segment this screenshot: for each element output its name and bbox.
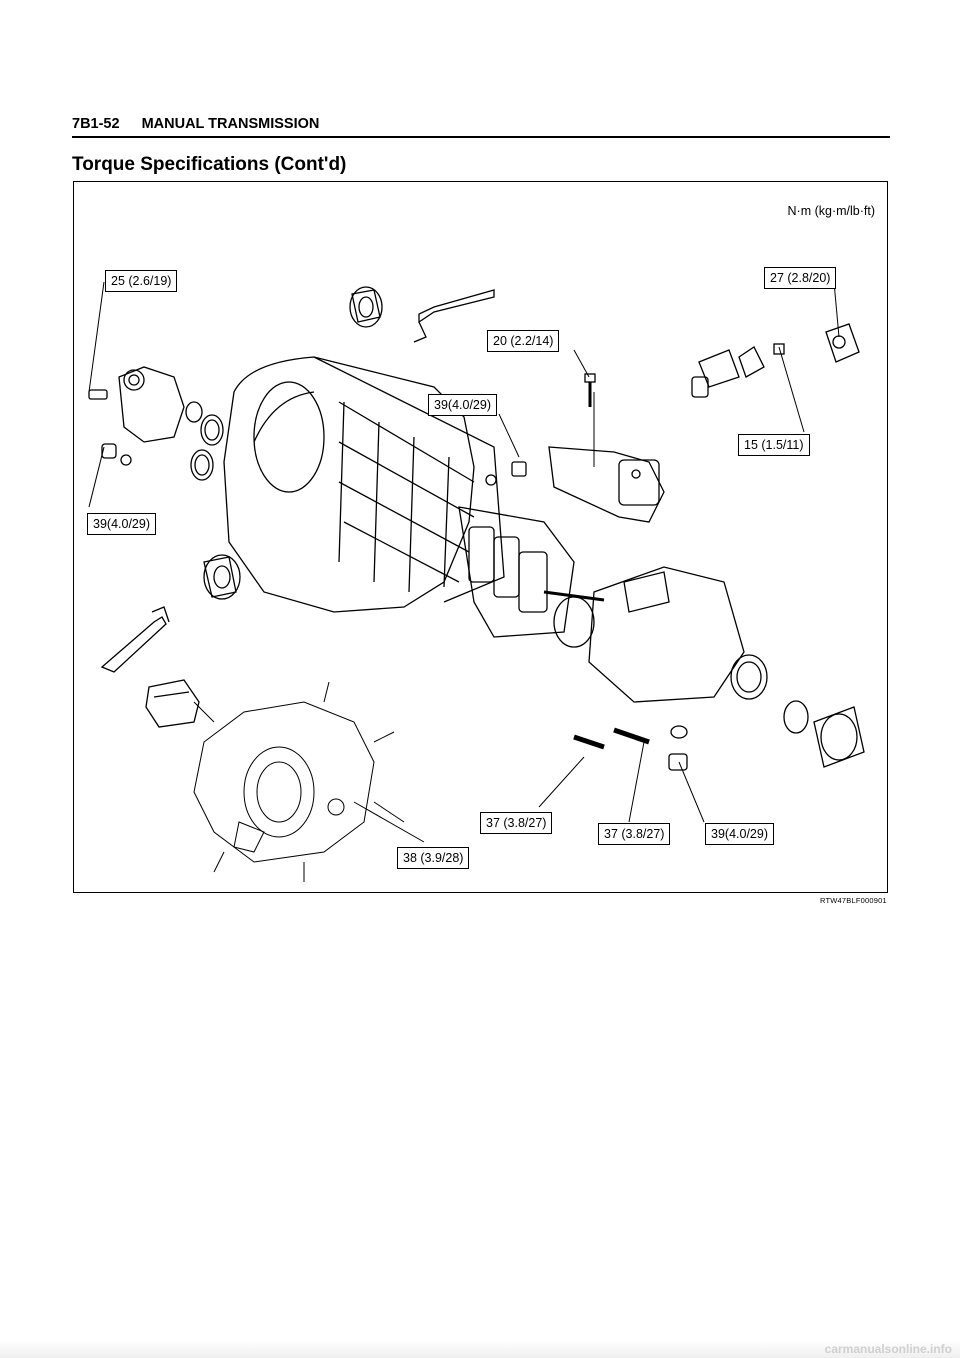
callout-plug-top: 39(4.0/29)	[428, 394, 497, 416]
transmission-exploded-drawing	[88, 281, 865, 882]
mount-rubber	[145, 679, 200, 728]
callout-plug-bottom: 39(4.0/29)	[705, 823, 774, 845]
transmission-case	[223, 356, 505, 613]
oil-seals	[185, 401, 224, 481]
callout-bolt-bottom-1: 37 (3.8/27)	[480, 812, 553, 834]
footer-bar: carmanualsonline.info	[0, 1340, 960, 1358]
release-bearing-lower	[203, 554, 241, 600]
callout-bolt-bottom-2: 37 (3.8/27)	[598, 823, 671, 845]
bolt-20	[584, 373, 596, 407]
page-header: 7B1-52 MANUAL TRANSMISSION	[72, 116, 890, 138]
leader-lines	[88, 281, 840, 843]
page-title: Torque Specifications (Cont'd)	[72, 154, 347, 175]
release-bearing-top	[349, 286, 383, 328]
exploded-diagram-figure: N·m (kg·m/lb·ft) 25 (2.6/19) 27 (2.8/20)…	[73, 181, 888, 893]
callout-front-cover-bolt: 25 (2.6/19)	[105, 270, 178, 292]
back-up-light-switch	[825, 323, 860, 363]
section-name: MANUAL TRANSMISSION	[141, 116, 320, 132]
callout-inset-bolt: 38 (3.9/28)	[397, 847, 470, 869]
rear-seal-dust-cover	[783, 700, 865, 768]
shift-control-box	[548, 446, 665, 523]
front-cover	[88, 366, 185, 466]
page-number: 7B1-52	[72, 116, 120, 132]
bolts-bottom	[573, 725, 688, 771]
extension-housing	[588, 566, 768, 703]
callout-drain-plug-left: 39(4.0/29)	[87, 513, 156, 535]
callout-speed-sensor-bolt: 15 (1.5/11)	[738, 434, 810, 456]
torque-units: N·m (kg·m/lb·ft)	[787, 204, 876, 218]
shift-fork-lower	[100, 606, 170, 673]
plug-39-top	[485, 461, 527, 486]
gear-train	[458, 506, 605, 648]
clutch-housing-inset	[193, 681, 405, 882]
callout-back-up-switch: 27 (2.8/20)	[764, 267, 837, 289]
shift-fork-top	[413, 289, 495, 343]
speed-sensor	[691, 343, 785, 398]
figure-id: RTW47BLF000901	[820, 896, 887, 905]
footer-watermark[interactable]: carmanualsonline.info	[824, 1342, 952, 1356]
callout-shift-box-bolt: 20 (2.2/14)	[487, 330, 560, 352]
